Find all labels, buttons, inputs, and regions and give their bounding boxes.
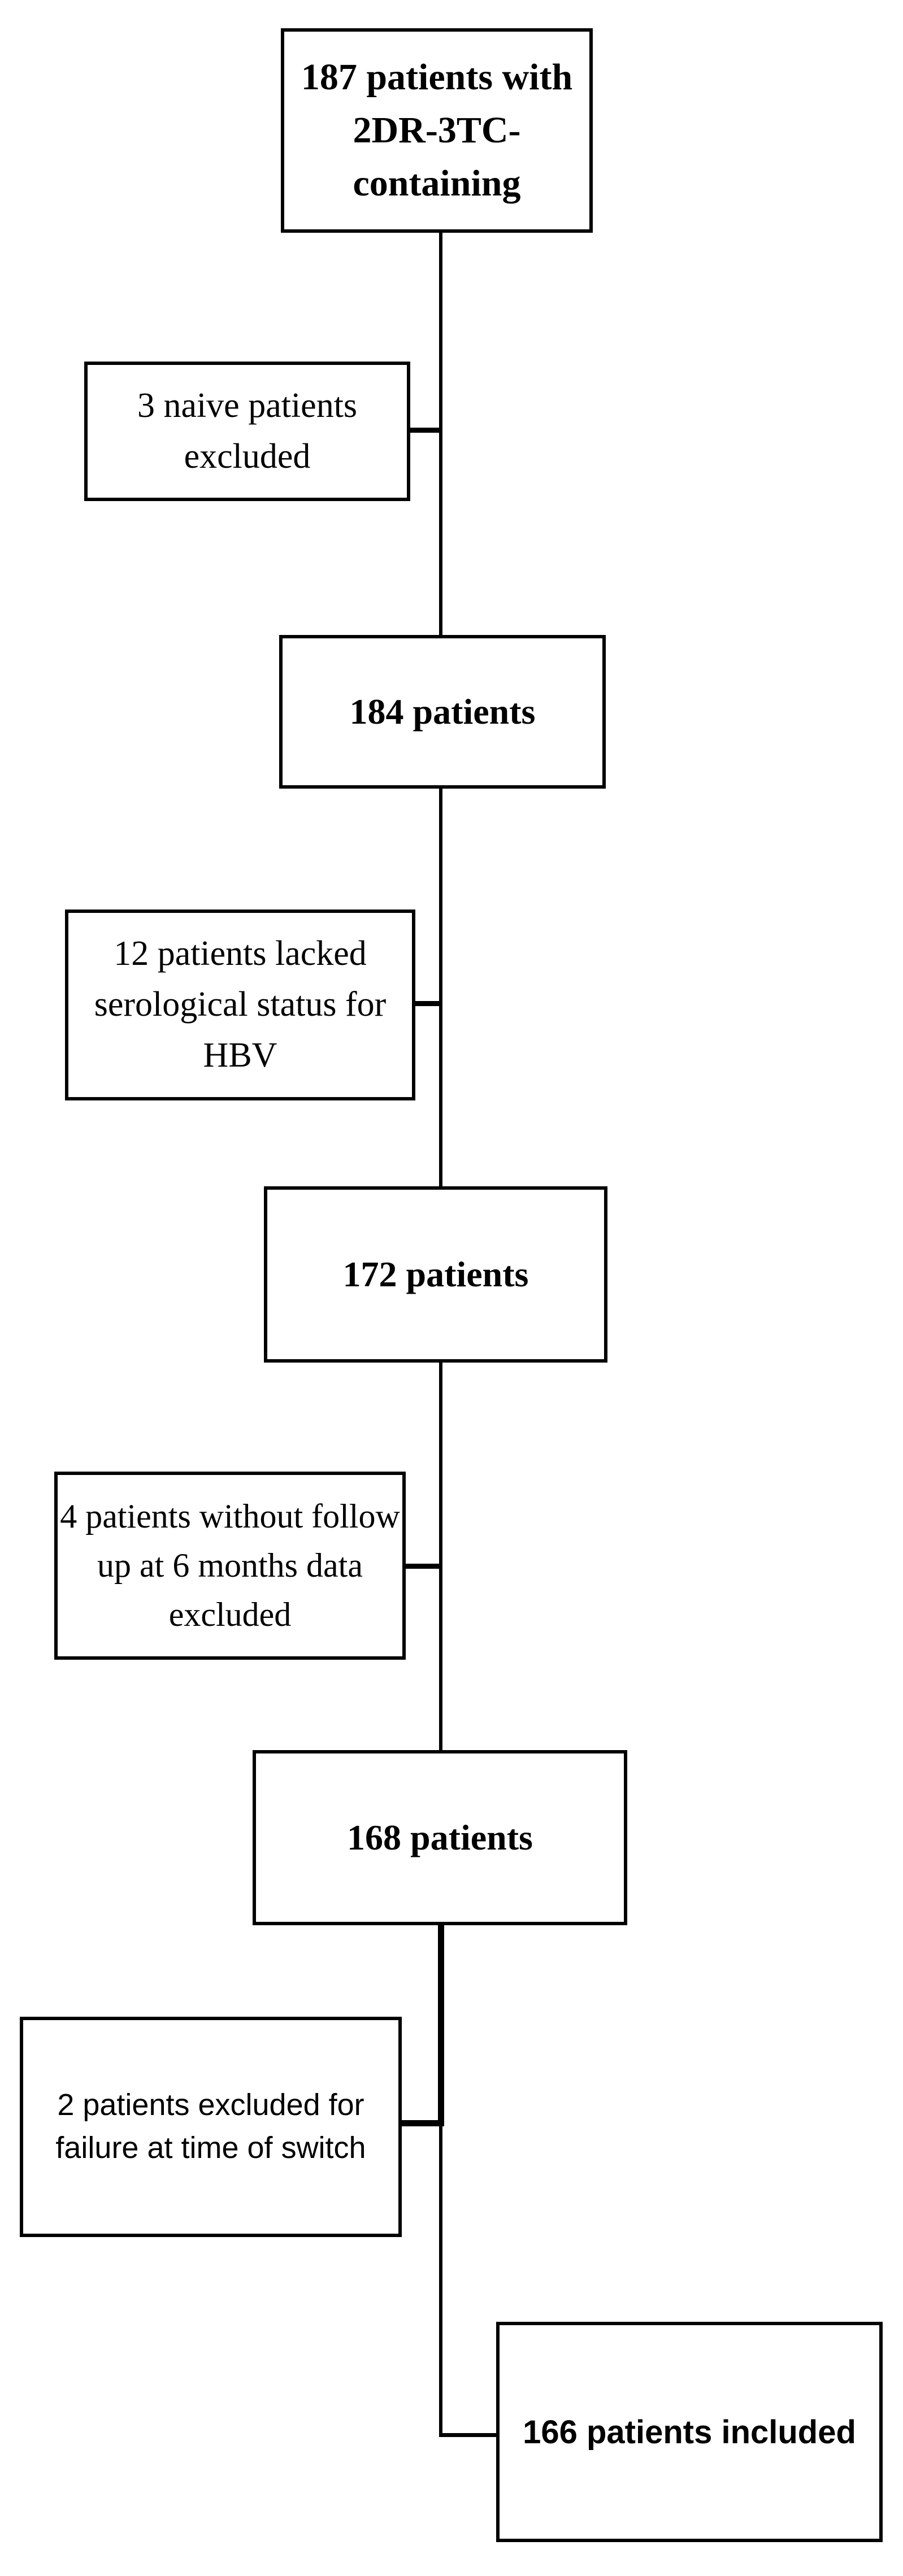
spine-segment-2 [439,786,442,1189]
node-184-patients: 184 patients [279,635,606,789]
connector-naive-exclusion [407,428,441,433]
node-187-patients-start: 187 patients with 2DR-3TC- containing [281,28,593,233]
node-failure-at-switch-excluded: 2 patients excluded for failure at time … [20,2017,402,2237]
node-172-patients: 172 patients [264,1186,607,1363]
node-naive-patients-excluded: 3 naive patients excluded [84,362,410,501]
spine-segment-3 [439,1360,442,1752]
spine-segment-4-thick [438,1923,444,2126]
spine-segment-1 [439,230,442,637]
node-168-patients: 168 patients [253,1750,627,1925]
node-no-followup-excluded: 4 patients without follow up at 6 months… [54,1472,406,1660]
spine-segment-5 [439,2123,442,2437]
connector-followup-exclusion [402,1564,442,1569]
connector-hbv-exclusion [412,1001,442,1006]
connector-final-included [439,2433,500,2437]
connector-switch-exclusion [398,2120,444,2126]
node-hbv-status-excluded: 12 patients lacked serological status fo… [65,910,415,1100]
node-166-patients-included: 166 patients included [496,2322,883,2542]
